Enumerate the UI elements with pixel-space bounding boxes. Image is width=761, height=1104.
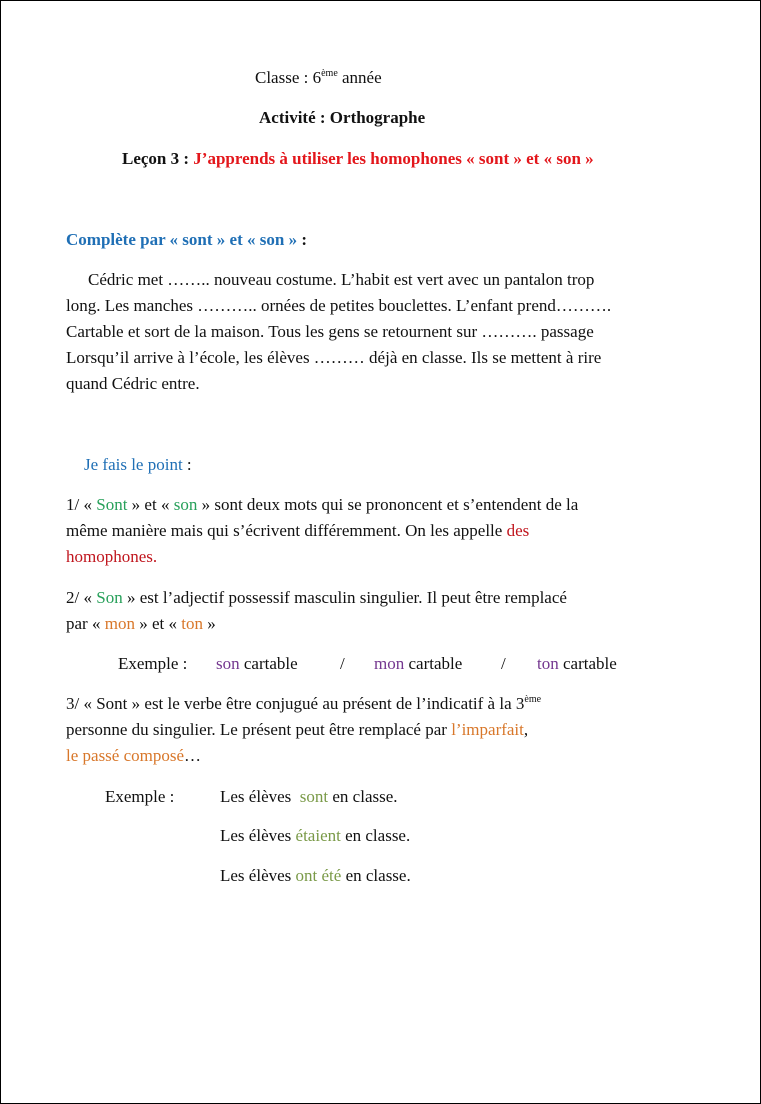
rule-1-line-1: 1/ « Sont » et « son » sont deux mots qu… [66,492,706,518]
word-cartable: cartable [408,654,463,673]
example-2-sentence-1: Les élèves sont en classe. [220,787,398,807]
word-sont: Sont [96,495,128,514]
rule-3-line-1: 3/ « Sont » est le verbe être conjugué a… [66,691,706,717]
word-cartable: cartable [562,654,617,673]
text: » et « [127,495,174,514]
text: en classe. [332,787,398,806]
example-1-item-ton: ton cartable [537,654,617,674]
exercise-line: quand Cédric entre. [66,374,200,393]
class-suffix: année [337,68,382,87]
text: » est l’adjectif possessif masculin sing… [122,588,567,607]
rule-2: 2/ « Son » est l’adjectif possessif masc… [66,585,706,637]
word-son: son [216,654,240,673]
activity-title: Activité : Orthographe [259,108,426,127]
text: en classe. [345,826,411,845]
example-2-label: Exemple : [105,787,175,806]
text: 1/ « [66,495,97,514]
text: personne du singulier. Le présent peut ê… [66,720,452,739]
point-heading-colon: : [186,455,192,474]
text: Les élèves [220,826,292,845]
text: » et « [134,614,182,633]
exercise-line: long. Les manches ……….. ornées de petite… [66,296,612,315]
word-sont: sont [299,787,329,806]
point-heading: Je fais le point : [84,455,192,475]
example-1-item-mon: mon cartable [374,654,462,674]
word-ont-ete: ont été [295,866,342,885]
text: Les élèves [220,866,292,885]
rule-3-line-3: le passé composé… [66,743,706,769]
word-mon: mon [374,654,405,673]
instruction-text: Complète par « sont » et « son » [66,230,302,249]
rule-3-sup: ème [524,694,542,705]
example-2-sentence-2: Les élèves étaient en classe. [220,826,410,846]
class-sup: ème [321,68,338,79]
word-cartable: cartable [243,654,298,673]
text: même manière mais qui s’écrivent différe… [66,521,507,540]
instruction-colon: : [301,230,307,249]
word-imparfait: l’imparfait [451,720,524,739]
word-etaient: étaient [295,826,341,845]
text: Les élèves [220,787,292,806]
class-prefix: Classe : 6 [255,68,322,87]
text: … [184,746,202,765]
class-line: Classe : 6ème année [255,68,382,88]
exercise-line: Cartable et sort de la maison. Tous les … [66,322,594,341]
text: » sont deux mots qui se prononcent et s’… [197,495,579,514]
slash-separator: / [501,654,506,673]
rule-1-line-3: homophones. [66,544,706,570]
word-ton: ton [181,614,203,633]
text: , [523,720,529,739]
example-1-label: Exemple : [118,654,188,673]
word-des: des [506,521,530,540]
text: 3/ « Sont » est le verbe être conjugué a… [66,694,525,713]
rule-1-line-2: même manière mais qui s’écrivent différe… [66,518,706,544]
word-ton: ton [537,654,559,673]
text: 2/ « [66,588,97,607]
rule-3-line-2: personne du singulier. Le présent peut ê… [66,717,706,743]
text: » [202,614,216,633]
rule-2-line-2: par « mon » et « ton » [66,611,706,637]
example-1-item-son: son cartable [216,654,298,674]
slash-separator: / [340,654,345,673]
word-son: Son [96,588,123,607]
lesson-title-text: J’apprends à utiliser les homophones « s… [193,149,594,168]
rule-2-line-1: 2/ « Son » est l’adjectif possessif masc… [66,585,706,611]
exercise-text: Cédric met …….. nouveau costume. L’habit… [66,267,706,397]
rule-1: 1/ « Sont » et « son » sont deux mots qu… [66,492,706,570]
exercise-instruction: Complète par « sont » et « son » : [66,230,307,250]
exercise-line: Cédric met …….. nouveau costume. L’habit… [88,270,595,289]
point-heading-text: Je fais le point [84,455,187,474]
lesson-title: Leçon 3 : J’apprends à utiliser les homo… [122,149,594,169]
word-passe-compose: le passé composé [66,746,185,765]
rule-3: 3/ « Sont » est le verbe être conjugué a… [66,691,706,769]
word-mon: mon [104,614,135,633]
exercise-line: Lorsqu’il arrive à l’école, les élèves …… [66,348,602,367]
text: en classe. [345,866,411,885]
lesson-prefix: Leçon 3 : [122,149,194,168]
word-son: son [173,495,198,514]
word-homophones: homophones. [66,547,158,566]
example-2-sentence-3: Les élèves ont été en classe. [220,866,411,886]
text: par « [66,614,105,633]
